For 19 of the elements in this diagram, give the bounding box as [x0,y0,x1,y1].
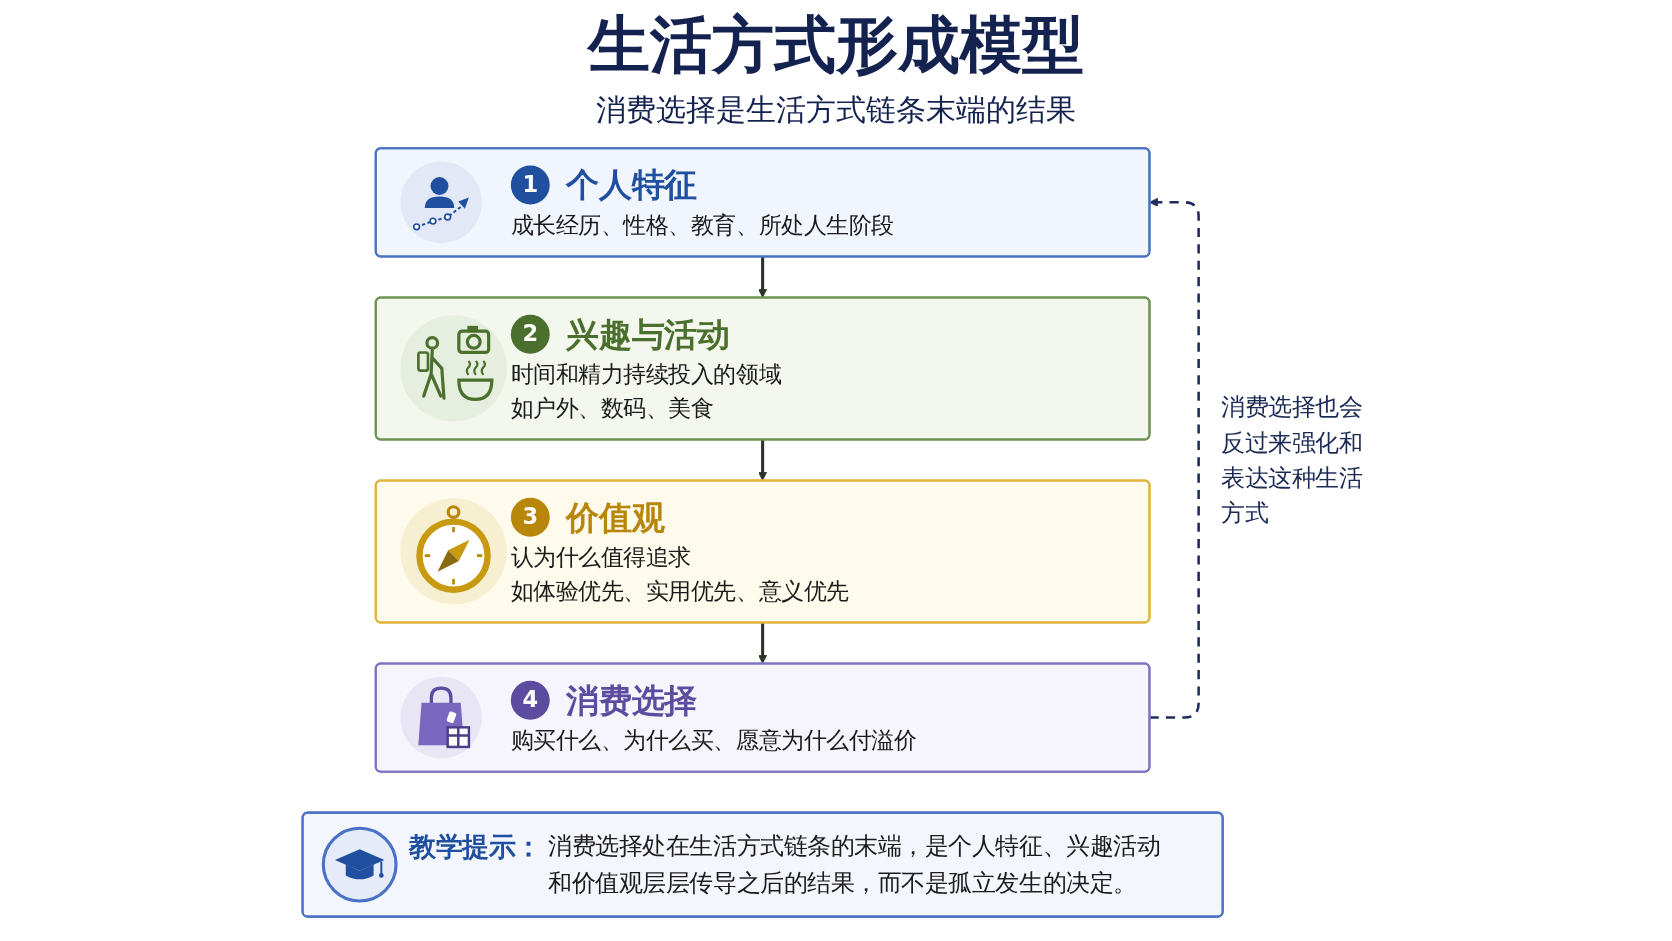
step-description: 购买什么、为什么买、愿意为什么付溢价 [510,726,917,756]
arrow [758,256,768,298]
step-heading: 兴趣与活动 [566,313,730,356]
step-heading: 个人特征 [566,164,698,207]
step-description: 时间和精力持续投入的领域 [510,360,782,390]
subtitle: 消费选择是生活方式链条末端的结果 [596,91,1076,129]
step-description: 成长经历、性格、教育、所处人生阶段 [510,211,894,241]
arrow [758,622,768,664]
step-description: 如体验优先、实用优先、意义优先 [510,577,849,607]
arrow [758,439,768,481]
diagram-title: 生活方式形成模型 [588,8,1084,83]
tip-text: 消费选择处在生活方式链条的末端，是个人特征、兴趣活动和价值观层层传导之后的结果，而不是孤立发生的决定。 [548,831,1162,899]
step-description: 如户外、数码、美食 [510,394,714,424]
edge-label: 消费选择也会反过来强化和表达这种生活方式 [1221,392,1364,528]
step-description: 认为什么值得追求 [510,543,691,573]
dashed-arrow [1149,197,1200,719]
tip-heading: 教学提示： [409,830,543,864]
step-heading: 价值观 [566,496,665,539]
step-heading: 消费选择 [566,679,698,722]
